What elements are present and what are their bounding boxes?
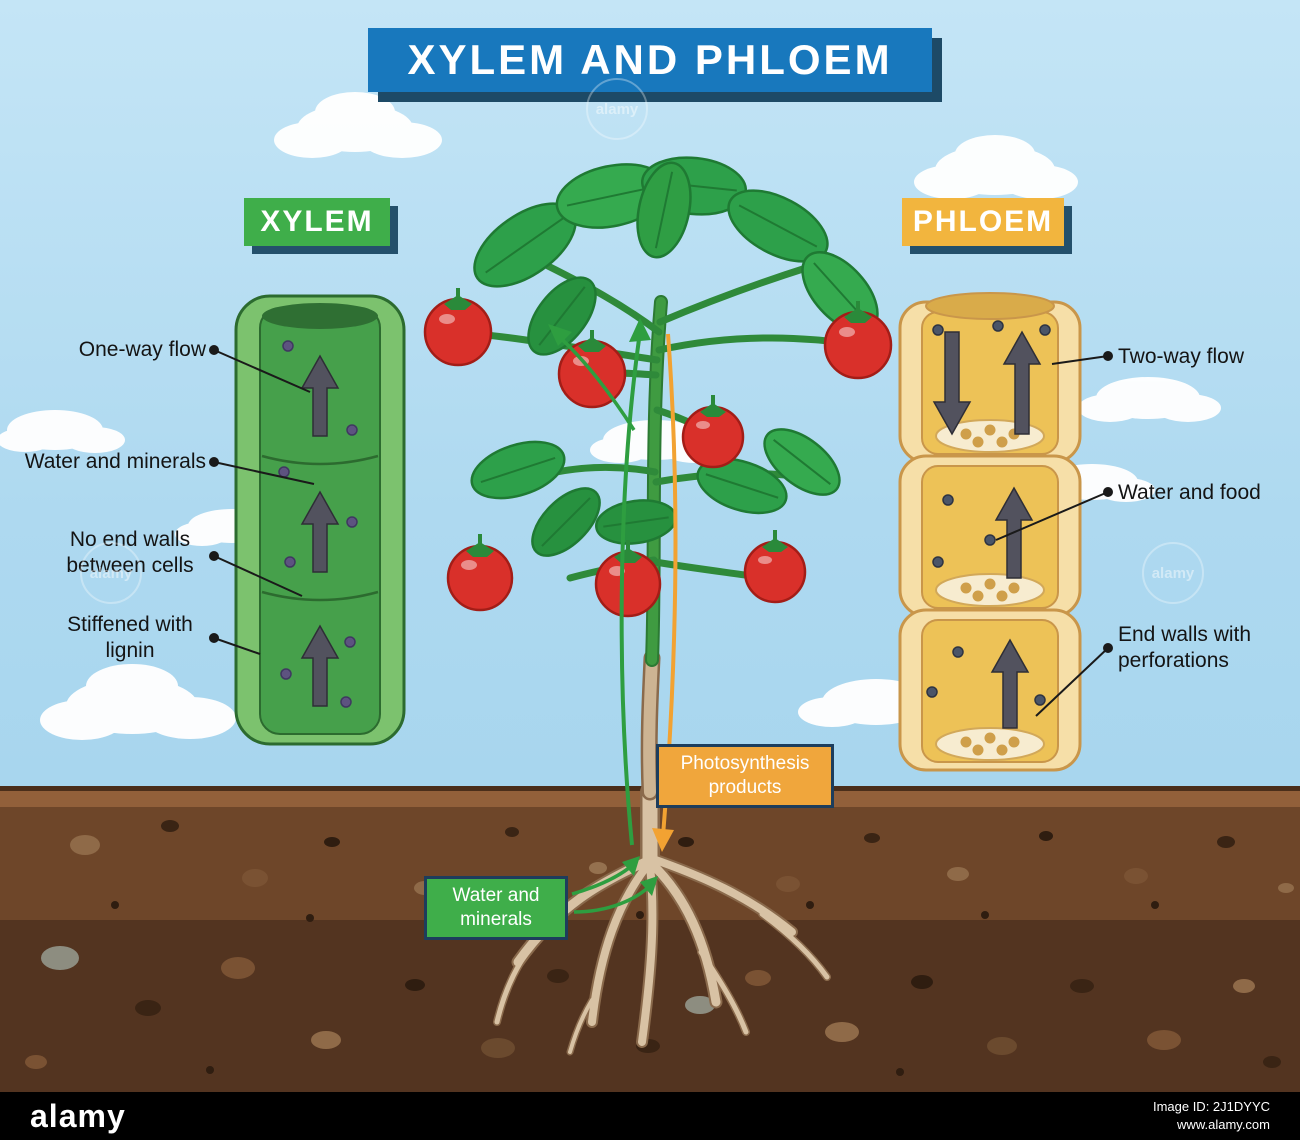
phloem-heading-text: PHLOEM xyxy=(912,205,1054,238)
phloem-particles xyxy=(926,320,1051,706)
soil-specks xyxy=(111,901,1159,1076)
leader-lines xyxy=(209,345,1113,717)
tomatoes xyxy=(423,288,893,618)
image-id: Image ID: 2J1DYYC xyxy=(1152,1099,1270,1115)
page-title-text: XYLEM AND PHLOEM xyxy=(407,36,893,83)
label-end-walls-perforations: End walls with perforations xyxy=(1118,623,1252,672)
alamy-logo: alamy xyxy=(30,1097,126,1134)
label-water-and-minerals: Water and minerals xyxy=(24,450,206,473)
label-one-way-flow: One-way flow xyxy=(78,338,206,361)
footer-info: Image ID: 2J1DYYC www.alamy.com xyxy=(1153,1098,1270,1133)
label-no-end-walls: No end walls between cells xyxy=(66,528,194,577)
footer-bar: alamy Image ID: 2J1DYYC www.alamy.com xyxy=(0,1092,1300,1140)
label-stiffened-lignin: Stiffened with lignin xyxy=(67,613,193,662)
xylem-flow-up-arrow xyxy=(619,331,642,846)
pebbles xyxy=(25,820,1294,1069)
alamy-url: www.alamy.com xyxy=(1177,1117,1270,1132)
xylem-heading: XYLEM xyxy=(244,198,390,246)
xylem-up-arrows xyxy=(300,354,340,707)
xylem-tube xyxy=(234,294,406,746)
phloem-tube xyxy=(898,292,1082,772)
callout-water-and-minerals: Water and minerals xyxy=(424,876,568,940)
callout-photosynthesis-products: Photosynthesis products xyxy=(656,744,834,808)
page-title: XYLEM AND PHLOEM xyxy=(368,28,932,92)
label-two-way-flow: Two-way flow xyxy=(1118,345,1245,368)
phloem-heading: PHLOEM xyxy=(902,198,1064,246)
diagram-art xyxy=(0,92,1300,1092)
xylem-heading-text: XYLEM xyxy=(260,205,374,238)
label-water-and-food: Water and food xyxy=(1118,481,1261,504)
